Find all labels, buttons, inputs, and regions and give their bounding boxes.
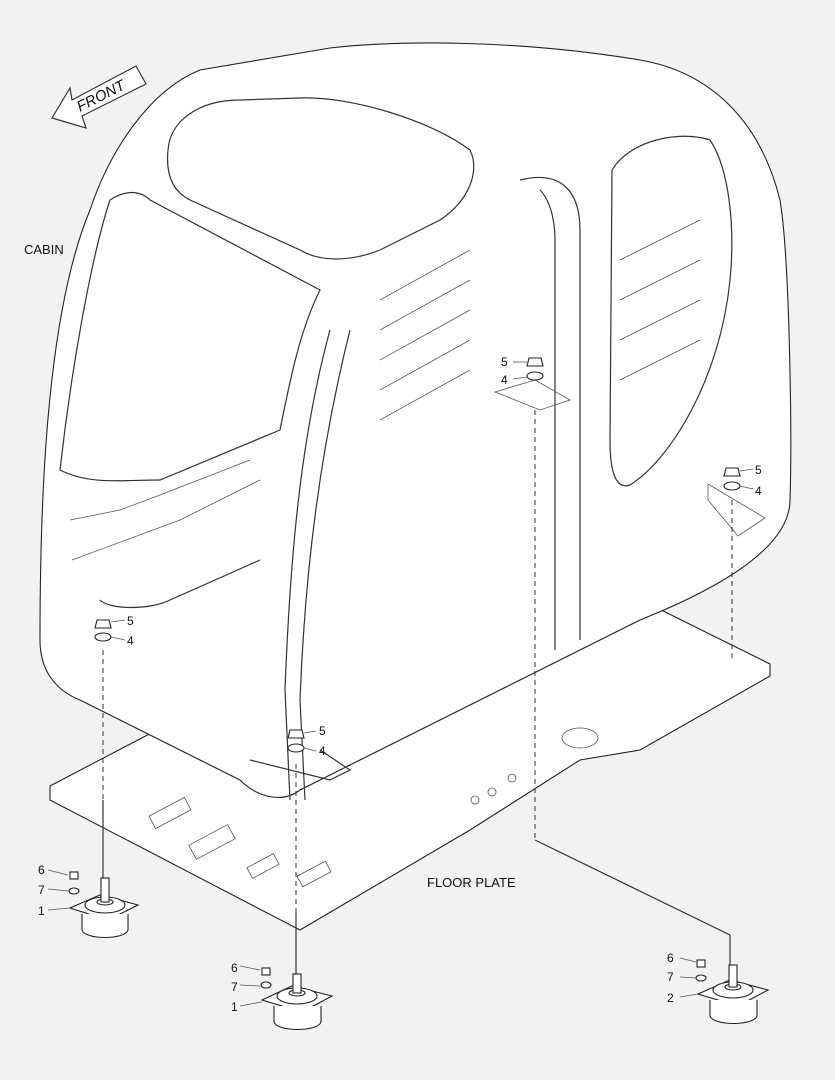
- callout-4-rear-left: 4: [501, 373, 508, 387]
- mount-front-right: 6 7 1: [231, 961, 334, 1031]
- callout-5-rear-left: 5: [501, 355, 508, 369]
- callout-4-front-right: 4: [319, 744, 326, 758]
- callout-6-rear-right: 6: [667, 951, 674, 965]
- callout-1-front-left: 1: [38, 904, 45, 918]
- callout-2-rear-right: 2: [667, 991, 674, 1005]
- callout-6-front-left: 6: [38, 863, 45, 877]
- callout-7-front-right: 7: [231, 980, 238, 994]
- callout-5-front-right: 5: [319, 724, 326, 738]
- cabin: [39, 42, 792, 801]
- callout-7-front-left: 7: [38, 883, 45, 897]
- callout-7-rear-right: 7: [667, 970, 674, 984]
- mount-front-left: 6 7 1: [38, 863, 140, 939]
- fastener-rear-right: 5 4: [723, 463, 762, 498]
- callout-5-rear-right: 5: [755, 463, 762, 477]
- front-arrow: FRONT: [51, 65, 147, 129]
- cabin-label: CABIN: [24, 242, 64, 257]
- floor-plate-label: FLOOR PLATE: [427, 875, 516, 890]
- callout-4-front-left: 4: [127, 634, 134, 648]
- fastener-rear-left: 5 4: [501, 355, 544, 387]
- fastener-front-left: 5 4: [94, 614, 134, 648]
- callout-1-front-right: 1: [231, 1000, 238, 1014]
- fastener-front-right: 5 4: [287, 724, 326, 758]
- callout-5-front-left: 5: [127, 614, 134, 628]
- mount-rear-right: 6 7 2: [667, 951, 770, 1025]
- mount-lines: [102, 410, 733, 975]
- callout-4-rear-right: 4: [755, 484, 762, 498]
- callout-6-front-right: 6: [231, 961, 238, 975]
